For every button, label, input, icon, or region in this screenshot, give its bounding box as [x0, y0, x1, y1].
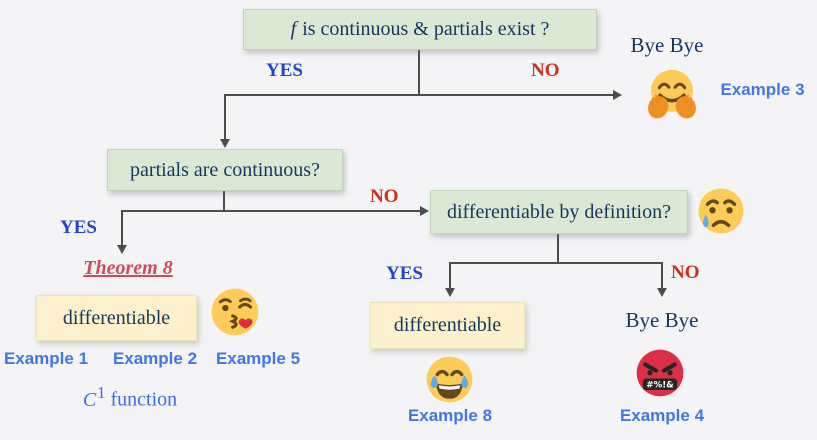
result-label: differentiable	[62, 306, 171, 329]
connector-line	[121, 210, 123, 246]
connector-line	[449, 262, 663, 264]
node-label: is continuous & partials exist ?	[302, 18, 550, 40]
bye-bye-bottom-label: Bye Bye	[625, 308, 699, 332]
branch1-no-label: NO	[531, 60, 560, 81]
theorem-8-label: Theorem 8	[83, 257, 173, 279]
connector-line	[557, 232, 559, 264]
arrow-head-right	[420, 205, 429, 216]
arrow-head-down	[656, 288, 667, 297]
face-blowing-kiss-emoji	[207, 284, 263, 340]
arrow-head-down	[219, 139, 230, 148]
arrow-head-down	[116, 245, 127, 254]
example-2-label: Example 2	[112, 349, 198, 368]
c1-text: function	[105, 388, 178, 411]
connector-line	[224, 94, 614, 96]
c1-function-note: C1 function	[70, 383, 190, 412]
face-with-tears-of-joy-emoji	[422, 352, 477, 407]
connector-line	[449, 262, 451, 289]
bye-bye-top-label: Bye Bye	[630, 33, 704, 57]
branch3-no-label: NO	[671, 262, 700, 283]
cursing-face-emoji: #%!&	[632, 345, 688, 401]
result-differentiable-left: differentiable	[36, 295, 197, 341]
function-symbol: f	[290, 18, 297, 40]
example-5-label: Example 5	[215, 349, 301, 368]
example-8-label: Example 8	[407, 406, 493, 425]
connector-line	[121, 210, 422, 212]
example-1-label: Example 1	[3, 349, 89, 368]
c1-symbol: C	[82, 388, 97, 411]
node-differentiable-by-definition: differentiable by definition?	[430, 190, 688, 234]
branch3-yes-label: YES	[386, 263, 423, 284]
node-label: partials are continuous?	[130, 158, 320, 181]
sad-but-relieved-face-emoji	[694, 184, 748, 238]
branch1-yes-label: YES	[266, 60, 303, 81]
branch2-yes-label: YES	[60, 217, 97, 238]
connector-line	[223, 189, 225, 212]
node-continuous-partials-exist: f is continuous & partials exist ?	[243, 9, 597, 50]
connector-line	[224, 94, 226, 139]
result-label: differentiable	[393, 314, 502, 336]
connector-line	[418, 48, 420, 95]
result-differentiable-right: differentiable	[370, 302, 525, 349]
node-label: differentiable by definition?	[447, 200, 671, 223]
arrow-head-down	[444, 288, 455, 297]
branch2-no-label: NO	[370, 186, 399, 207]
hugging-face-emoji	[645, 66, 699, 120]
example-4-label: Example 4	[619, 406, 705, 425]
grawlix-text: #%!&	[646, 380, 674, 390]
connector-line	[661, 262, 663, 289]
c1-superscript: 1	[97, 383, 106, 402]
example-3-label: Example 3	[720, 80, 805, 99]
arrow-head-right	[613, 89, 622, 100]
node-partials-continuous: partials are continuous?	[107, 149, 343, 191]
